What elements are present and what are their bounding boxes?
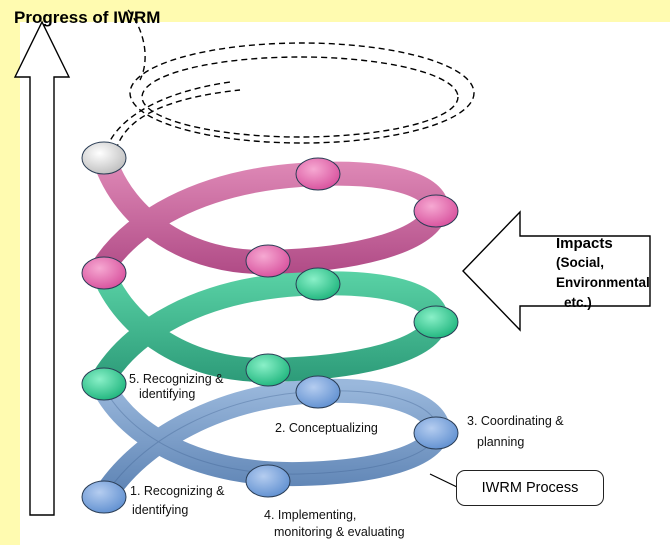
node-blue-top: [295, 375, 341, 409]
step-1-line-2: identifying: [132, 503, 189, 517]
step-4-line-1: 4. Implementing,: [264, 508, 357, 522]
iwrm-process-label: IWRM Process: [481, 480, 579, 496]
process-callout-line: [429, 473, 458, 488]
step-5-line-2: identifying: [139, 387, 196, 401]
node-grey-top: [81, 141, 127, 175]
step-3-line-1: 3. Coordinating &: [467, 414, 564, 428]
left-highlight-band: [0, 0, 20, 545]
node-green-top: [295, 267, 341, 301]
future-dashed-loops: [103, 9, 475, 159]
step-2-label: 2. Conceptualizing: [275, 421, 378, 435]
step-1-label: 1. Recognizing & identifying: [130, 484, 225, 518]
impacts-line-3: etc.): [564, 295, 592, 310]
node-pink-right: [413, 194, 459, 228]
impacts-line-1: (Social,: [556, 255, 605, 270]
node-green-right: [413, 305, 459, 339]
node-blue-right: [413, 416, 459, 450]
progress-title: Progress of IWRM: [14, 8, 161, 27]
node-green-bottom: [245, 353, 291, 387]
spiral-nodes: [81, 141, 459, 514]
impacts-arrow: [462, 210, 651, 332]
step-5-label: 5. Recognizing & identifying: [129, 372, 224, 402]
progress-arrow: [13, 20, 71, 516]
top-highlight-band: [0, 0, 670, 22]
impacts-line-2: Environmental: [556, 275, 650, 290]
node-pink-left: [81, 256, 127, 290]
node-pink-bottom: [245, 244, 291, 278]
node-green-left: [81, 367, 127, 401]
node-blue-bottom: [245, 464, 291, 498]
iwrm-process-box: IWRM Process: [456, 470, 604, 506]
node-blue-left: [81, 480, 127, 514]
step-4-line-2: monitoring & evaluating: [274, 525, 405, 539]
step-1-line-1: 1. Recognizing &: [130, 484, 225, 498]
step-4-label: 4. Implementing, monitoring & evaluating: [264, 508, 405, 540]
step-3-label: 3. Coordinating & planning: [467, 414, 564, 450]
impacts-label: Impacts (Social, Environmental etc.): [556, 234, 650, 313]
node-pink-top: [295, 157, 341, 191]
step-5-line-1: 5. Recognizing &: [129, 372, 224, 386]
impacts-heading: Impacts: [556, 235, 613, 252]
step-3-line-2: planning: [477, 435, 525, 449]
